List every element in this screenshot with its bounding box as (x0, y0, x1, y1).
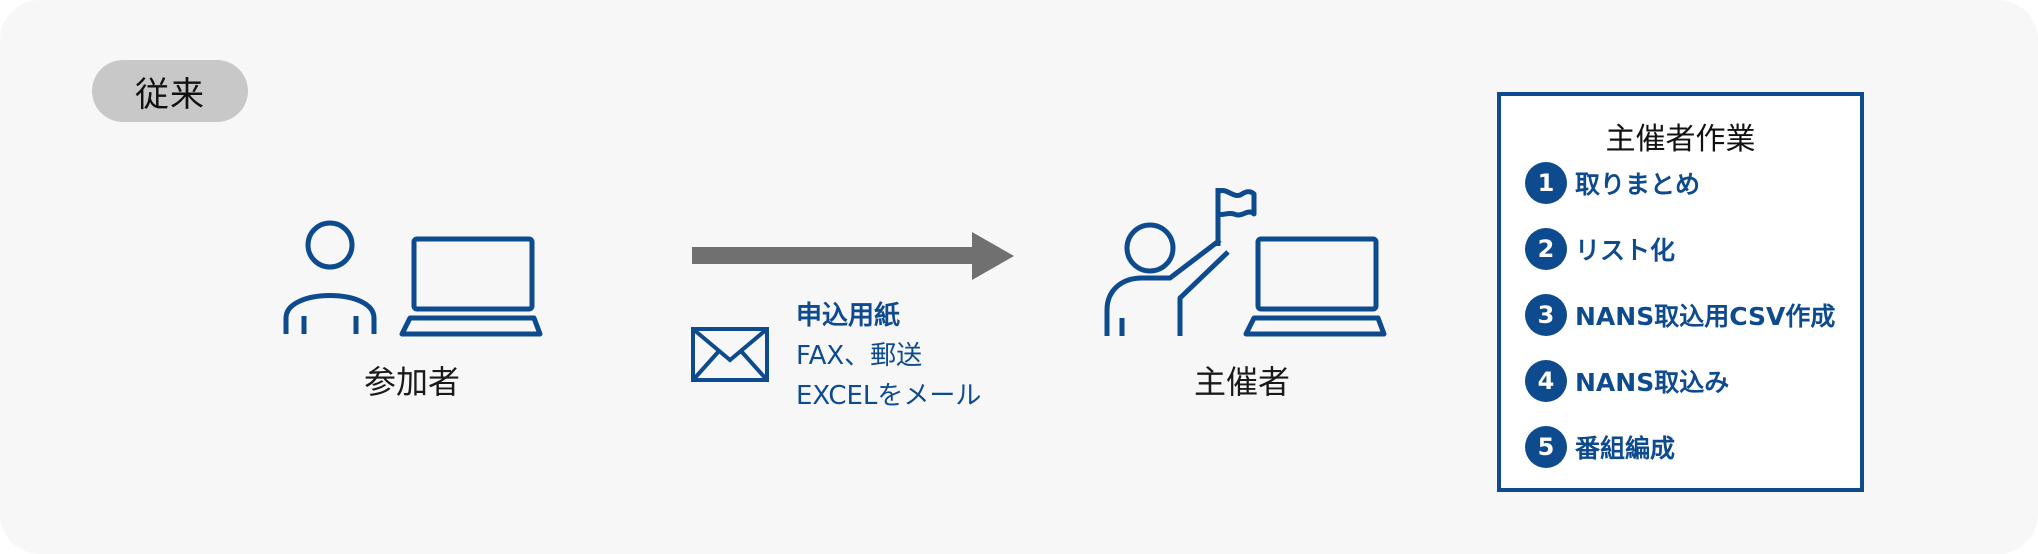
task-label: リスト化 (1575, 236, 1676, 265)
task-label: 番組編成 (1575, 434, 1676, 463)
participant-label: 参加者 (363, 363, 460, 401)
organizer-laptop-icon (1243, 236, 1387, 337)
task-label: NANS取込用CSV作成 (1575, 302, 1836, 331)
task-label: NANS取込み (1575, 368, 1730, 397)
organizer-tasks-box: 主催者作業 1 取りまとめ 2 リスト化 3 NANS取込用CSV作成 4 NA… (1497, 92, 1864, 492)
task-number-badge: 1 (1525, 162, 1567, 204)
task-label: 取りまとめ (1575, 170, 1701, 199)
task-number-badge: 5 (1525, 426, 1567, 468)
participant-person-icon (283, 220, 377, 334)
task-number-badge: 4 (1525, 360, 1567, 402)
participant-laptop-icon (399, 236, 543, 337)
organizer-label: 主催者 (1193, 363, 1290, 401)
method-item: FAX、郵送 (796, 341, 923, 371)
era-badge: 従来 (92, 60, 248, 122)
person-with-flag-icon (1104, 188, 1257, 336)
task-number-badge: 3 (1525, 294, 1567, 336)
task-item: 5 番組編成 (1525, 425, 1675, 469)
task-item: 2 リスト化 (1525, 227, 1675, 271)
submission-methods: 申込用紙 FAX、郵送 EXCELをメール (796, 296, 981, 416)
envelope-icon (691, 327, 769, 382)
method-item: 申込用紙 (796, 301, 901, 331)
arrow-right-icon (692, 247, 978, 264)
task-item: 3 NANS取込用CSV作成 (1525, 293, 1835, 337)
method-item: EXCELをメール (796, 381, 982, 411)
tasks-title: 主催者作業 (1605, 122, 1756, 157)
task-number-badge: 2 (1525, 228, 1567, 270)
task-item: 1 取りまとめ (1525, 161, 1700, 205)
task-item: 4 NANS取込み (1525, 359, 1729, 403)
arrow-head-icon (972, 232, 1014, 280)
